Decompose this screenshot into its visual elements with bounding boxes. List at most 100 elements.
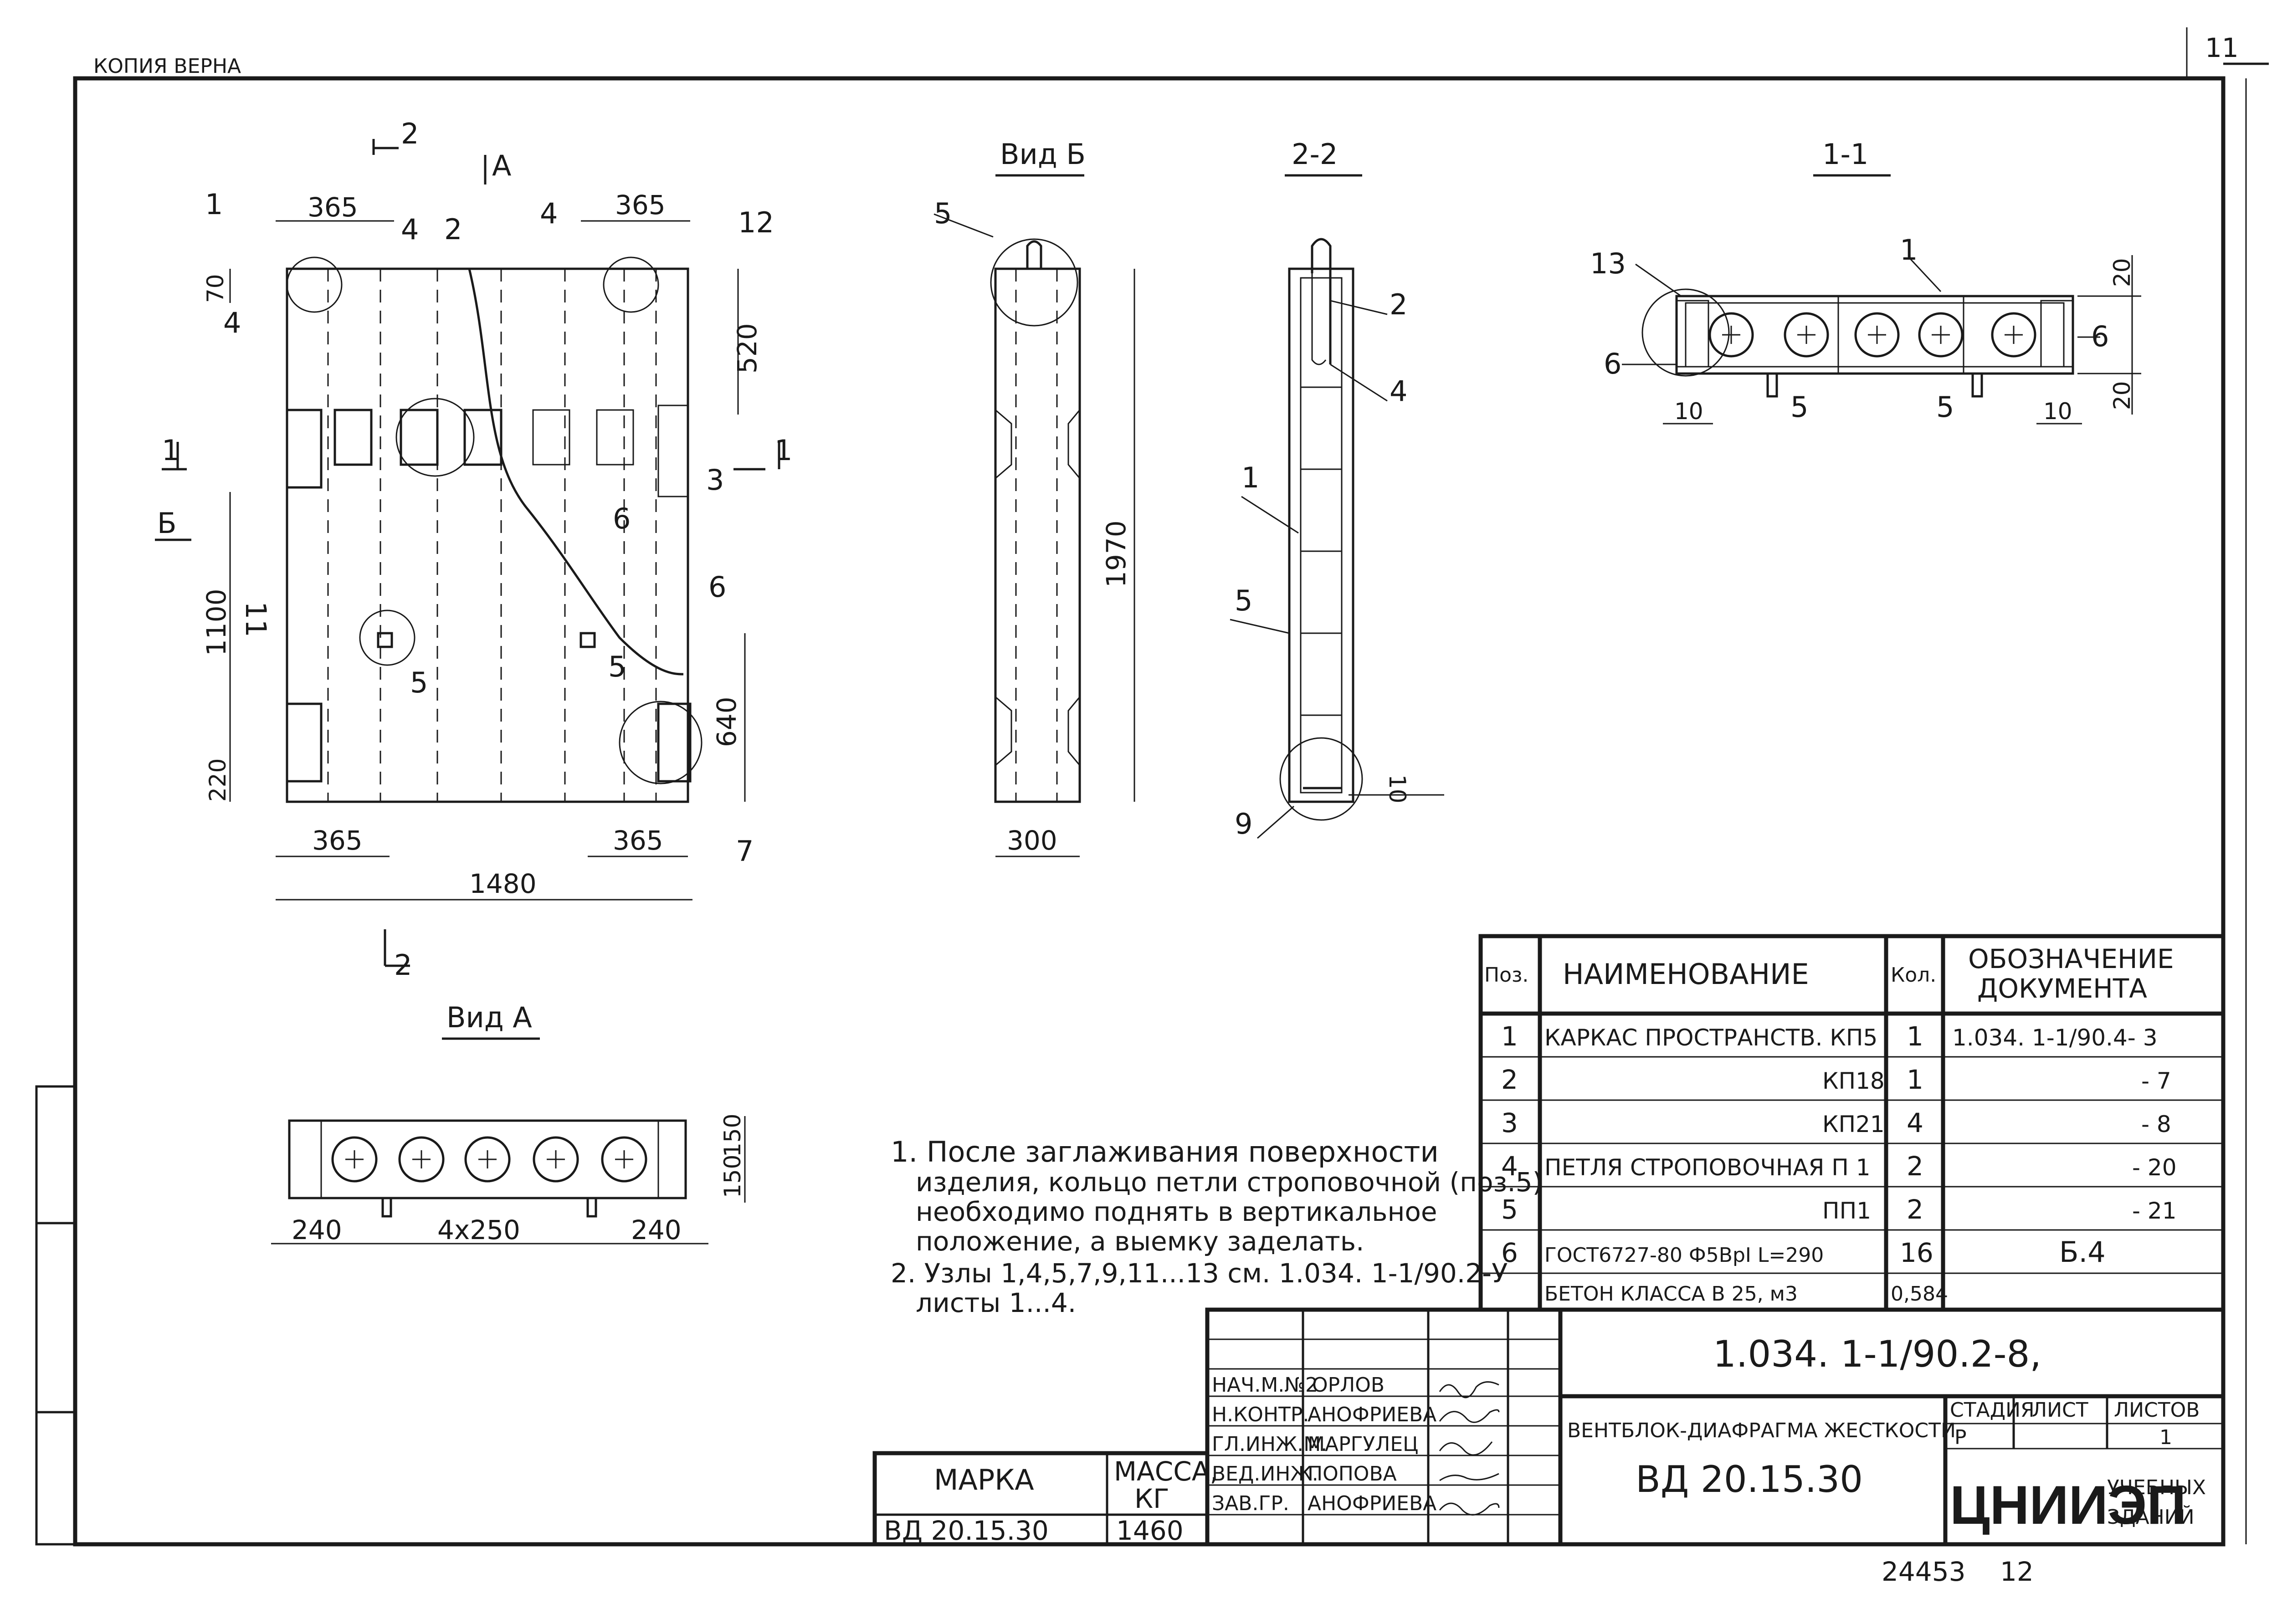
dim-20-bottom: 20 bbox=[2109, 381, 2135, 410]
front-view bbox=[155, 139, 780, 967]
spec-cell-doc: - 8 bbox=[2141, 1111, 2171, 1137]
signer-name: ПОПОВА bbox=[1308, 1462, 1397, 1486]
spec-cell-name: КП21 bbox=[1822, 1111, 1885, 1137]
view-b-label: Б bbox=[157, 507, 177, 540]
title-block bbox=[872, 1307, 2226, 1547]
section-2-label-top: 2 bbox=[401, 117, 419, 150]
view-a bbox=[271, 1116, 746, 1245]
dim-300: 300 bbox=[1007, 825, 1057, 856]
section-1-label-right: 1 bbox=[774, 434, 792, 467]
spec-header-qty: Кол. bbox=[1891, 963, 1936, 987]
spec-cell-pos: 5 bbox=[1501, 1194, 1518, 1225]
spec-header-name: НАИМЕНОВАНИЕ bbox=[1563, 958, 1809, 991]
spec-row: 5 ПП1 2 - 21 bbox=[1501, 1194, 2177, 1225]
note-line: изделия, кольцо петли строповочной (поз.… bbox=[916, 1167, 1543, 1198]
note-line: 1. После заглаживания поверхности bbox=[891, 1135, 1439, 1168]
mass-label-1: МАССА, bbox=[1114, 1456, 1218, 1487]
dim-1970: 1970 bbox=[1101, 520, 1132, 588]
signer-role: ЗАВ.ГР. bbox=[1212, 1492, 1289, 1515]
pos-label: 2 bbox=[444, 213, 462, 246]
sheets-header: ЛИСТОВ bbox=[2114, 1399, 2200, 1422]
pos-label: 6 bbox=[2091, 320, 2109, 353]
section-2-label-bottom: 2 bbox=[394, 948, 412, 982]
dim-70: 70 bbox=[202, 274, 229, 303]
note-line: необходимо поднять в вертикальное bbox=[916, 1196, 1437, 1227]
spec-cell-doc: Б.4 bbox=[2059, 1235, 2106, 1269]
section-22-title: 2-2 bbox=[1292, 138, 1338, 171]
view-b bbox=[933, 213, 1135, 857]
spec-cell-doc: - 7 bbox=[2141, 1068, 2171, 1094]
dim-240-left: 240 bbox=[292, 1214, 342, 1245]
spec-cell-name: КП18 bbox=[1822, 1068, 1885, 1094]
spec-cell-name: БЕТОН КЛАССА В 25, м3 bbox=[1544, 1282, 1798, 1306]
pos-label: 5 bbox=[1790, 390, 1808, 424]
dim-365-bottom-right: 365 bbox=[613, 825, 663, 856]
dim-20-top: 20 bbox=[2109, 258, 2135, 287]
sheet-header: ЛИСТ bbox=[2032, 1399, 2088, 1422]
dim-365-top-right: 365 bbox=[615, 190, 666, 220]
spec-cell-pos: 4 bbox=[1501, 1151, 1518, 1182]
signer-row: ГЛ.ИНЖ.М. МАРГУЛЕЦ bbox=[1212, 1433, 1418, 1456]
spec-cell-qty: 4 bbox=[1907, 1107, 1923, 1138]
pos-label: 12 bbox=[738, 206, 774, 239]
signer-role: ВЕД.ИНЖ. bbox=[1212, 1462, 1318, 1486]
pos-label: 4 bbox=[540, 197, 558, 230]
spec-cell-qty: 0,584 bbox=[1891, 1282, 1948, 1306]
pos-label: 4 bbox=[223, 306, 241, 339]
pos-label: 6 bbox=[708, 570, 726, 604]
dim-10-right: 10 bbox=[2043, 398, 2072, 425]
note-line: положение, а выемку заделать. bbox=[916, 1226, 1364, 1257]
pos-label: 6 bbox=[613, 502, 631, 535]
doc-code: 1.034. 1-1/90.2-8, bbox=[1713, 1333, 2041, 1375]
dim-150-bottom: 150 bbox=[719, 1155, 746, 1198]
pos-label: 3 bbox=[706, 463, 724, 497]
spec-row: 4 ПЕТЛЯ СТРОПОВОЧНАЯ П 1 2 - 20 bbox=[1501, 1151, 2177, 1182]
dim-1100: 1100 bbox=[201, 589, 232, 656]
pos-label: 2 bbox=[1390, 288, 1407, 321]
signer-name: МАРГУЛЕЦ bbox=[1308, 1433, 1418, 1456]
pos-label: 4 bbox=[1390, 374, 1407, 408]
spec-cell-qty: 1 bbox=[1907, 1021, 1923, 1052]
spec-row: БЕТОН КЛАССА В 25, м3 0,584 bbox=[1544, 1282, 1948, 1306]
spec-cell-qty: 16 bbox=[1900, 1237, 1933, 1268]
spec-cell-doc: - 21 bbox=[2132, 1198, 2177, 1224]
spec-cell-qty: 2 bbox=[1907, 1194, 1923, 1225]
org-logo: ЦНИИЭП bbox=[1950, 1475, 2186, 1536]
spec-cell-name: КАРКАС ПРОСТРАНСТВ. КП5 bbox=[1544, 1025, 1877, 1051]
footer-page: 12 bbox=[2000, 1556, 2034, 1587]
pos-label: 5 bbox=[1936, 390, 1954, 424]
note-line: 2. Узлы 1,4,5,7,9,11...13 см. 1.034. 1-1… bbox=[891, 1258, 1508, 1289]
spec-header-doc-1: ОБОЗНАЧЕНИЕ bbox=[1968, 943, 2174, 974]
signer-row: ВЕД.ИНЖ. ПОПОВА bbox=[1212, 1462, 1397, 1486]
pos-label: 9 bbox=[1235, 807, 1252, 840]
product-mark: ВД 20.15.30 bbox=[1636, 1458, 1863, 1501]
spec-cell-name: ПЕТЛЯ СТРОПОВОЧНАЯ П 1 bbox=[1544, 1154, 1871, 1181]
spec-cell-doc: - 20 bbox=[2132, 1154, 2177, 1181]
spec-cell-qty: 1 bbox=[1907, 1064, 1923, 1095]
note-line: листы 1...4. bbox=[916, 1287, 1076, 1318]
pos-label: 1 bbox=[1241, 461, 1259, 494]
section-1-label-left: 1 bbox=[162, 434, 179, 467]
dim-220: 220 bbox=[205, 758, 231, 802]
spec-row: 6 ГОСТ6727-80 Ф5ВрI L=290 16 Б.4 bbox=[1501, 1235, 2106, 1269]
dim-365-top-left: 365 bbox=[308, 192, 358, 223]
product-title: ВЕНТБЛОК-ДИАФРАГМА ЖЕСТКОСТИ bbox=[1567, 1419, 1956, 1442]
pos-label: 5 bbox=[1235, 584, 1252, 617]
dim-10-left: 10 bbox=[1674, 398, 1703, 425]
mass-label-2: КГ bbox=[1134, 1483, 1169, 1514]
dim-365-bottom-left: 365 bbox=[312, 825, 363, 856]
signer-role: НАЧ.М.№2 bbox=[1212, 1373, 1318, 1397]
pos-label: 11 bbox=[239, 601, 272, 637]
pos-label: 6 bbox=[1604, 347, 1621, 380]
spec-row: 3 КП21 4 - 8 bbox=[1501, 1107, 2171, 1138]
org-sub-1: УЧЕБНЫХ bbox=[2107, 1476, 2206, 1499]
mark-label: МАРКА bbox=[934, 1463, 1034, 1496]
spec-cell-doc: 1.034. 1-1/90.4- 3 bbox=[1952, 1025, 2158, 1051]
dim-520: 520 bbox=[732, 323, 763, 374]
pos-label: 5 bbox=[410, 666, 428, 699]
sheet-frame bbox=[35, 27, 2269, 1547]
section-11-title: 1-1 bbox=[1822, 138, 1868, 171]
pos-label: 5 bbox=[934, 197, 952, 230]
org-sub-2: ЗДАНИЙ bbox=[2107, 1505, 2195, 1529]
pos-label: 5 bbox=[608, 650, 626, 683]
